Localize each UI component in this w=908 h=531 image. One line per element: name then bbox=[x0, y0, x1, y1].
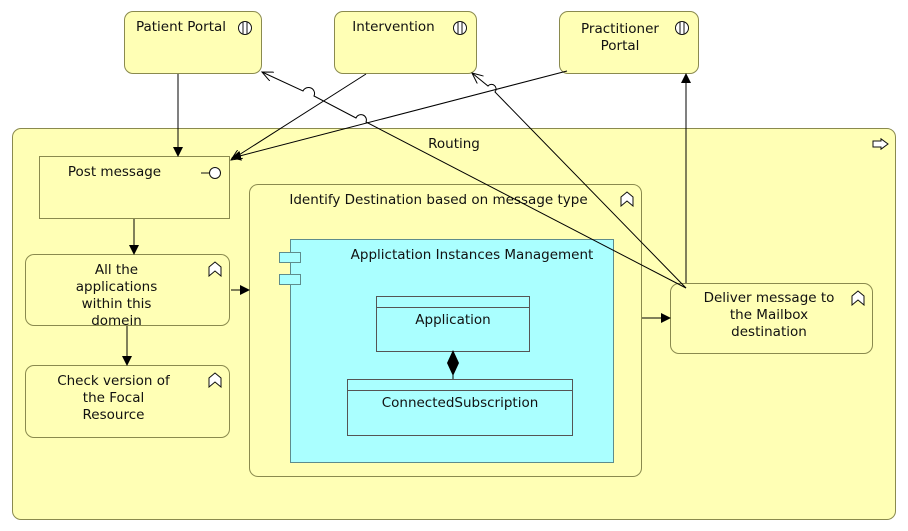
application-class-label: Application bbox=[415, 312, 491, 328]
intervention-interface[interactable]: Intervention bbox=[334, 11, 477, 74]
interface-icon bbox=[238, 21, 252, 35]
intervention-label: Intervention bbox=[352, 19, 435, 35]
patient-portal-interface[interactable]: Patient Portal bbox=[124, 11, 262, 74]
function-icon bbox=[851, 290, 865, 306]
flow-deliver-to-intervention bbox=[472, 73, 687, 289]
flow-intervention-to-post bbox=[231, 73, 367, 160]
routing-label: Routing bbox=[428, 136, 480, 152]
post-message-event[interactable]: Post message bbox=[39, 156, 230, 219]
function-icon bbox=[208, 261, 222, 277]
connected-subscription-class[interactable]: ConnectedSubscription bbox=[347, 379, 573, 436]
process-icon bbox=[872, 138, 889, 150]
interface-icon bbox=[453, 21, 467, 35]
all-applications-label: All the applications within this domein bbox=[75, 262, 158, 329]
practitioner-portal-label: Practitioner Portal bbox=[581, 21, 659, 54]
composition-diamond-icon bbox=[447, 350, 459, 376]
interface-icon bbox=[201, 167, 221, 179]
flow-practitioner-to-post bbox=[231, 70, 568, 161]
function-icon bbox=[208, 372, 222, 388]
deliver-message-label: Deliver message to the Mailbox destinati… bbox=[703, 290, 835, 340]
patient-portal-label: Patient Portal bbox=[135, 19, 227, 35]
all-applications-function[interactable]: All the applications within this domein bbox=[25, 254, 230, 329]
connected-subscription-class-label: ConnectedSubscription bbox=[381, 395, 539, 411]
practitioner-portal-interface[interactable]: Practitioner Portal bbox=[559, 11, 699, 74]
flow-deliver-to-patient bbox=[262, 72, 687, 289]
function-icon bbox=[620, 191, 634, 207]
check-version-label: Check version of the Focal Resource bbox=[57, 373, 170, 423]
interface-icon bbox=[675, 21, 689, 35]
post-message-label: Post message bbox=[67, 164, 162, 180]
deliver-message-function[interactable]: Deliver message to the Mailbox destinati… bbox=[670, 283, 873, 354]
component-label: Applictation Instances Management bbox=[350, 247, 594, 263]
application-class[interactable]: Application bbox=[376, 296, 530, 352]
identify-destination-label: Identify Destination based on message ty… bbox=[289, 192, 588, 208]
